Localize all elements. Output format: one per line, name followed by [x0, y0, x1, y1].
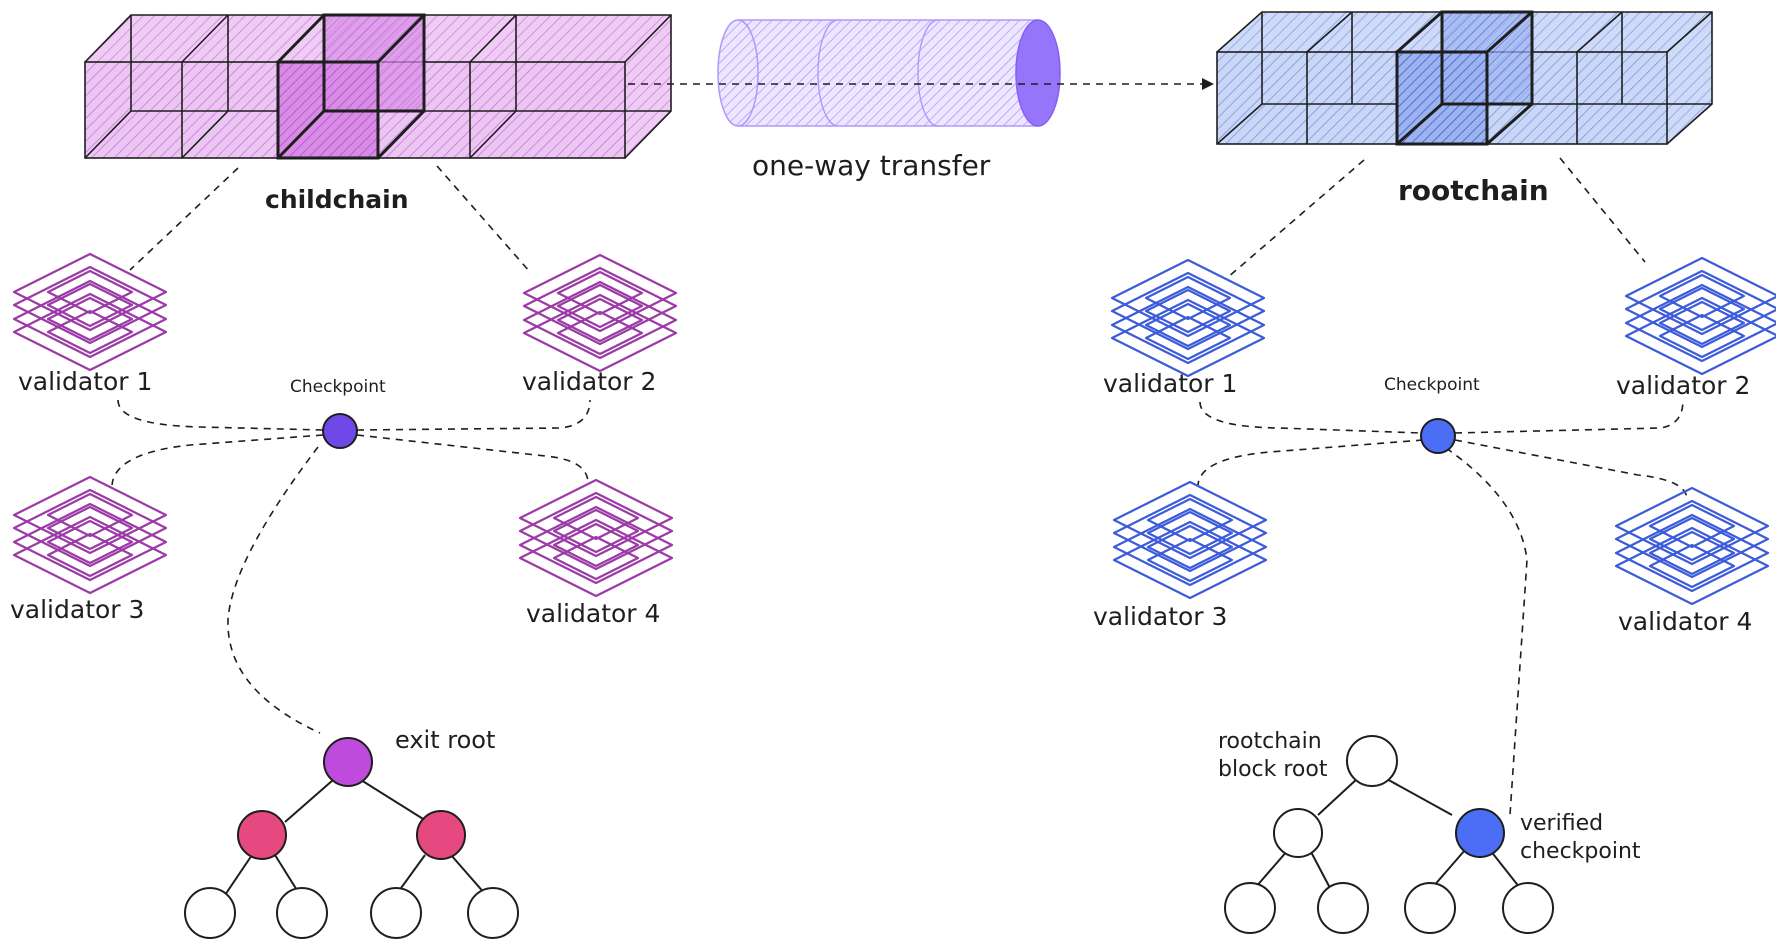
rootchain-block-root-label-line1: rootchain [1218, 729, 1322, 754]
left-validator-1-icon [12, 252, 168, 372]
left-validator-4-label: validator 4 [526, 599, 660, 628]
tree-leaf [1502, 882, 1554, 934]
connector-lines [111, 157, 1688, 816]
left-validator-4-icon [518, 478, 674, 598]
transfer-cylinder [717, 19, 1061, 127]
checkpoint-label-left: Checkpoint [290, 377, 386, 397]
right-validator-1-icon [1110, 258, 1266, 378]
exit-root-label: exit root [395, 726, 495, 754]
right-validator-4-label: validator 4 [1618, 607, 1752, 636]
transfer-label: one-way transfer [752, 149, 991, 182]
validator-icons [12, 252, 1776, 606]
verified-checkpoint-label-line2: checkpoint [1520, 839, 1641, 864]
childchain-block [84, 13, 672, 160]
right-validator-3-icon [1112, 480, 1268, 600]
right-validator-4-icon [1614, 486, 1770, 606]
right-validator-3-label: validator 3 [1093, 602, 1227, 631]
tree-node [1273, 808, 1323, 858]
left-validator-3-icon [12, 475, 168, 595]
tree-leaf [184, 887, 236, 939]
checkpoint-dot-left [322, 413, 358, 449]
tree-leaf [467, 887, 519, 939]
left-validator-2-label: validator 2 [522, 367, 656, 396]
right-validator-1-label: validator 1 [1103, 369, 1237, 398]
rootchain-block-root-label-line2: block root [1218, 757, 1328, 782]
tree-leaf [370, 887, 422, 939]
tree-leaf [1224, 882, 1276, 934]
tree-leaf [276, 887, 328, 939]
verified-checkpoint-label-line1: verified [1520, 811, 1603, 836]
rootchain-block [1216, 10, 1713, 146]
childchain-label: childchain [265, 185, 409, 214]
right-validator-2-icon [1624, 256, 1776, 376]
right-validator-2-label: validator 2 [1616, 371, 1750, 400]
rootchain-label: rootchain [1398, 174, 1549, 207]
exit-root-tree [184, 737, 519, 939]
left-validator-3-label: validator 3 [10, 595, 144, 624]
tree-leaf [1317, 882, 1369, 934]
rootchain-block-root-node [1346, 735, 1398, 787]
left-validator-1-label: validator 1 [18, 367, 152, 396]
exit-root-node [323, 737, 373, 787]
tree-node [237, 810, 287, 860]
checkpoint-dot-right [1420, 418, 1456, 454]
left-validator-2-icon [522, 253, 678, 373]
tree-node [416, 810, 466, 860]
verified-checkpoint-node [1455, 808, 1505, 858]
checkpoint-label-right: Checkpoint [1384, 375, 1480, 395]
tree-leaf [1404, 882, 1456, 934]
rootchain-tree [1224, 735, 1554, 934]
